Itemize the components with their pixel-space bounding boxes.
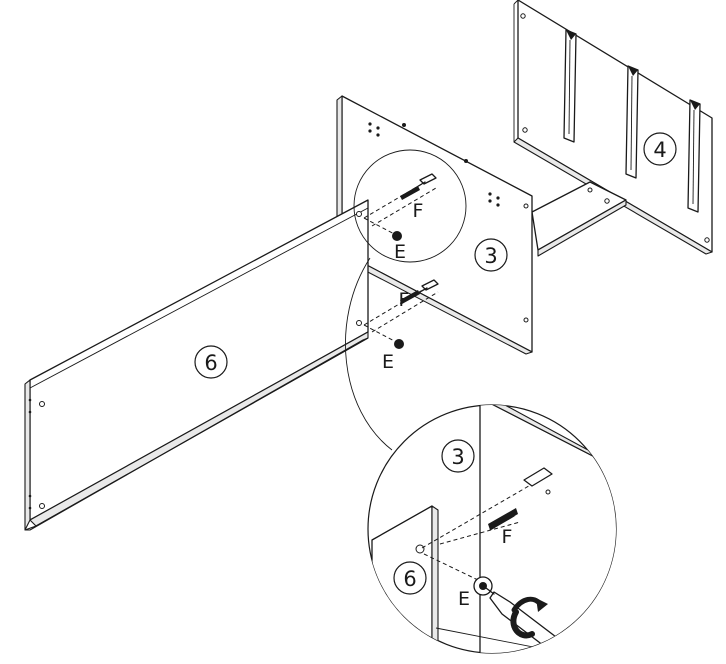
panel-3-holes <box>368 122 529 323</box>
detail-cam-bolt-icon <box>488 467 553 531</box>
panel-6-holes <box>28 211 362 510</box>
detail-callout-panel-3-label: 3 <box>451 445 464 469</box>
drawer-rail-middle <box>625 65 639 179</box>
upper-fittings <box>363 173 437 241</box>
cam-lock-e-icon <box>394 339 404 349</box>
callout-panel-4-label: 4 <box>653 138 666 162</box>
panel-3 <box>336 95 533 355</box>
panel-4-hole <box>704 237 710 243</box>
label-lower-f: F <box>399 289 410 311</box>
panel-4-hole <box>520 13 526 19</box>
callout-panel-6: 6 <box>194 345 228 379</box>
detail-magnified-view <box>367 404 617 654</box>
cam-bolt-f-icon <box>400 173 437 200</box>
detail-callout-panel-3: 3 <box>441 439 475 473</box>
label-lower-e: E <box>382 351 394 373</box>
detail-callout-panel-6: 6 <box>393 561 427 595</box>
callout-panel-3-label: 3 <box>484 244 497 268</box>
panel-4-hole <box>522 127 528 133</box>
detail-callout-panel-6-label: 6 <box>403 567 416 591</box>
callout-panel-3: 3 <box>474 238 508 272</box>
drawer-rail-left <box>563 29 577 143</box>
detail-label-e: E <box>458 588 470 610</box>
lower-fittings <box>363 279 439 349</box>
detail-label-f: F <box>502 526 513 548</box>
callout-panel-4: 4 <box>643 132 677 166</box>
cam-lock-e-icon <box>392 231 402 241</box>
label-upper-e: E <box>394 241 406 263</box>
label-upper-f: F <box>413 200 424 222</box>
zoom-connector <box>345 257 393 451</box>
rotate-arrow-icon <box>510 596 548 639</box>
drawer-rail-right <box>687 99 701 213</box>
connecting-board <box>531 181 627 257</box>
zoom-source-circle <box>353 149 467 263</box>
callout-panel-6-label: 6 <box>204 351 217 375</box>
detail-cam-lock-icon <box>473 576 493 596</box>
cam-bolt-f-icon <box>400 279 439 304</box>
